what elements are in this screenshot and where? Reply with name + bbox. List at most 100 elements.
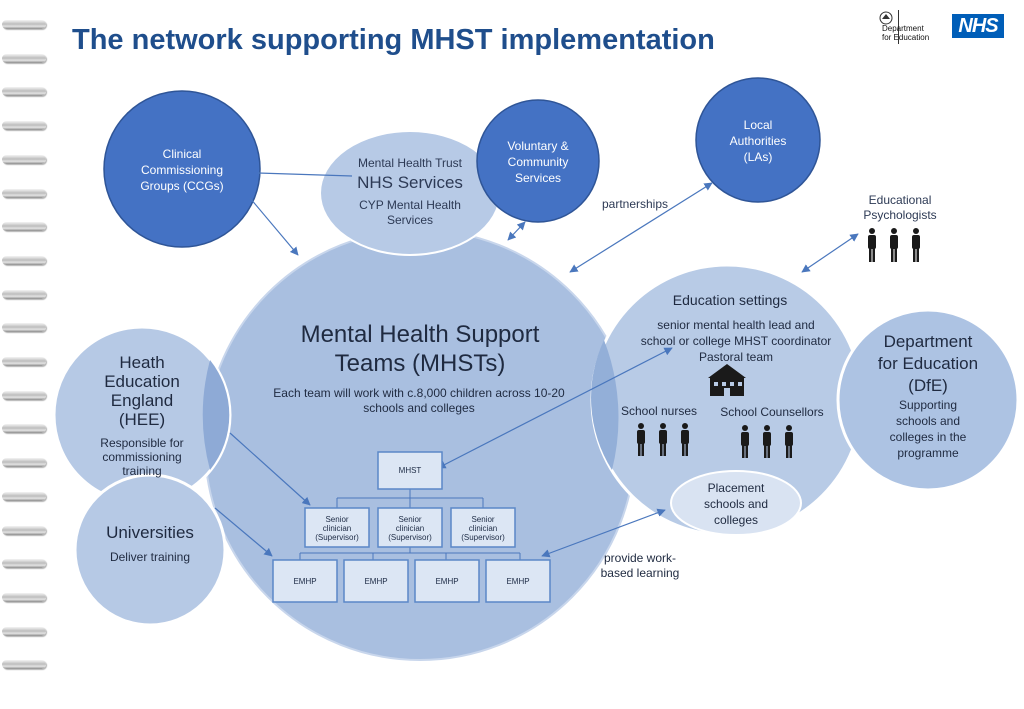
supervisor-line: clinician — [322, 524, 352, 533]
mhst-title-line2: Teams (MHSTs) — [334, 350, 506, 377]
emhp-label: EMHP — [435, 577, 459, 586]
la-line: Local — [743, 118, 773, 132]
edpsych-line: Educational — [868, 193, 932, 207]
binding-ring — [2, 458, 46, 468]
trust-label: Mental Health Trust NHS Services CYP Men… — [340, 156, 480, 228]
binding-ring — [2, 289, 46, 299]
hee-line: (HEE) — [118, 410, 166, 429]
supervisor-label: Senior clinician (Supervisor) — [378, 515, 442, 542]
mhst-description: Each team will work with c.8,000 childre… — [244, 386, 594, 416]
workbased-label: provide work- based learning — [590, 551, 690, 581]
dfe-desc-line: colleges in the — [889, 430, 967, 444]
binding-ring — [2, 626, 46, 636]
binding-ring — [2, 424, 46, 434]
ccg-circle — [103, 90, 261, 248]
mhst-title: Mental Health Support Teams (MHSTs) — [250, 320, 590, 378]
logo-divider — [898, 10, 899, 44]
universities-title: Universities — [106, 523, 194, 542]
binding-ring — [2, 222, 46, 232]
supervisor-line: (Supervisor) — [461, 533, 505, 542]
binding-ring — [2, 154, 46, 164]
mhst-title-line1: Mental Health Support — [300, 321, 540, 348]
partnerships-label: partnerships — [601, 197, 669, 211]
school-nurses-label: School nurses — [620, 404, 698, 418]
emhp-box — [414, 559, 480, 603]
supervisor-line: Senior — [398, 515, 422, 524]
trust-line1: Mental Health Trust — [357, 156, 463, 170]
dfe-logo: Department for Education — [878, 10, 940, 46]
supervisor-label: Senior clinician (Supervisor) — [451, 515, 515, 542]
placement-line: colleges — [713, 513, 759, 527]
ccg-trust-line — [257, 172, 353, 177]
school-counsellors-label: School Counsellors — [720, 405, 824, 419]
supervisor-box — [304, 507, 370, 548]
ccg-line: Clinical — [162, 147, 202, 161]
dfe-description: Supporting schools and colleges in the p… — [862, 397, 994, 461]
emhp-box — [485, 559, 551, 603]
dfe-line: (DfE) — [908, 376, 948, 395]
hee-line: Heath — [119, 353, 165, 372]
vcs-line: Services — [514, 171, 561, 185]
ccg-line: Groups (CCGs) — [140, 179, 224, 193]
universities-description: Deliver training — [109, 550, 191, 564]
hee-desc-line: commissioning — [102, 450, 182, 464]
supervisor-line: Senior — [325, 515, 349, 524]
emhp-box — [272, 559, 338, 603]
supervisor-line: Senior — [471, 515, 495, 524]
edu-line: school or college MHST coordinator — [640, 334, 832, 348]
mhst-desc-line: Each team will work with c.8,000 childre… — [273, 386, 565, 400]
la-label: Local Authorities (LAs) — [712, 117, 804, 165]
hee-desc-line: training — [122, 464, 162, 478]
trust-line3: CYP Mental Health — [359, 198, 461, 212]
binding-ring — [2, 87, 46, 97]
ccg-mhst-arrow — [249, 197, 299, 256]
mhst-box — [377, 451, 443, 490]
edpsych-edu-arrow — [801, 233, 859, 273]
hee-title: Heath Education England (HEE) — [82, 353, 202, 429]
hee-mhst-overlap — [202, 360, 230, 470]
emhp-label: EMHP — [293, 577, 317, 586]
binding-ring — [2, 188, 46, 198]
dfe-title: Department for Education (DfE) — [862, 331, 994, 397]
binding-ring — [2, 525, 46, 535]
binding-ring — [2, 53, 46, 63]
binding-ring — [2, 559, 46, 569]
page-title: The network supporting MHST implementati… — [72, 24, 715, 56]
supervisor-line: (Supervisor) — [315, 533, 359, 542]
binding-ring — [2, 255, 46, 265]
la-line: (LAs) — [743, 150, 773, 164]
dfe-desc-line: programme — [897, 446, 959, 460]
supervisor-line: (Supervisor) — [388, 533, 432, 542]
hee-line: England — [110, 391, 174, 410]
workbased-line: based learning — [600, 566, 680, 580]
supervisor-box — [377, 507, 443, 548]
binding-ring — [2, 390, 46, 400]
la-line: Authorities — [729, 134, 787, 148]
ccg-label: Clinical Commissioning Groups (CCGs) — [122, 146, 242, 194]
emhp-box — [343, 559, 409, 603]
universities-emhp-arrow — [214, 507, 273, 557]
supervisor-label: Senior clinician (Supervisor) — [305, 515, 369, 542]
edpsych-label: Educational Psychologists — [846, 193, 954, 223]
edu-mhst-arrow — [437, 347, 673, 469]
people-icon — [868, 228, 920, 262]
dfe-logo-line2: for Education — [882, 33, 930, 42]
la-mhst-arrow — [569, 182, 713, 273]
dfe-circle — [836, 308, 1020, 492]
vcs-label: Voluntary & Community Services — [490, 138, 586, 186]
edu-line: senior mental health lead and — [657, 318, 815, 332]
mhst-desc-line: schools and colleges — [363, 401, 475, 415]
supervisor-line: clinician — [468, 524, 498, 533]
hee-line: Education — [104, 372, 180, 391]
dfe-logo-line1: Department — [882, 24, 924, 33]
dfe-desc-line: Supporting — [898, 398, 958, 412]
school-icon — [708, 364, 746, 396]
la-circle — [695, 77, 821, 203]
trust-line4: Services — [386, 213, 433, 227]
vcs-mhst-arrow — [507, 221, 526, 241]
hee-description: Responsible for commissioning training — [82, 436, 202, 478]
education-settings-title: Education settings — [672, 292, 788, 308]
edu-line: Pastoral team — [698, 350, 774, 364]
dfe-line: for Education — [877, 354, 979, 373]
